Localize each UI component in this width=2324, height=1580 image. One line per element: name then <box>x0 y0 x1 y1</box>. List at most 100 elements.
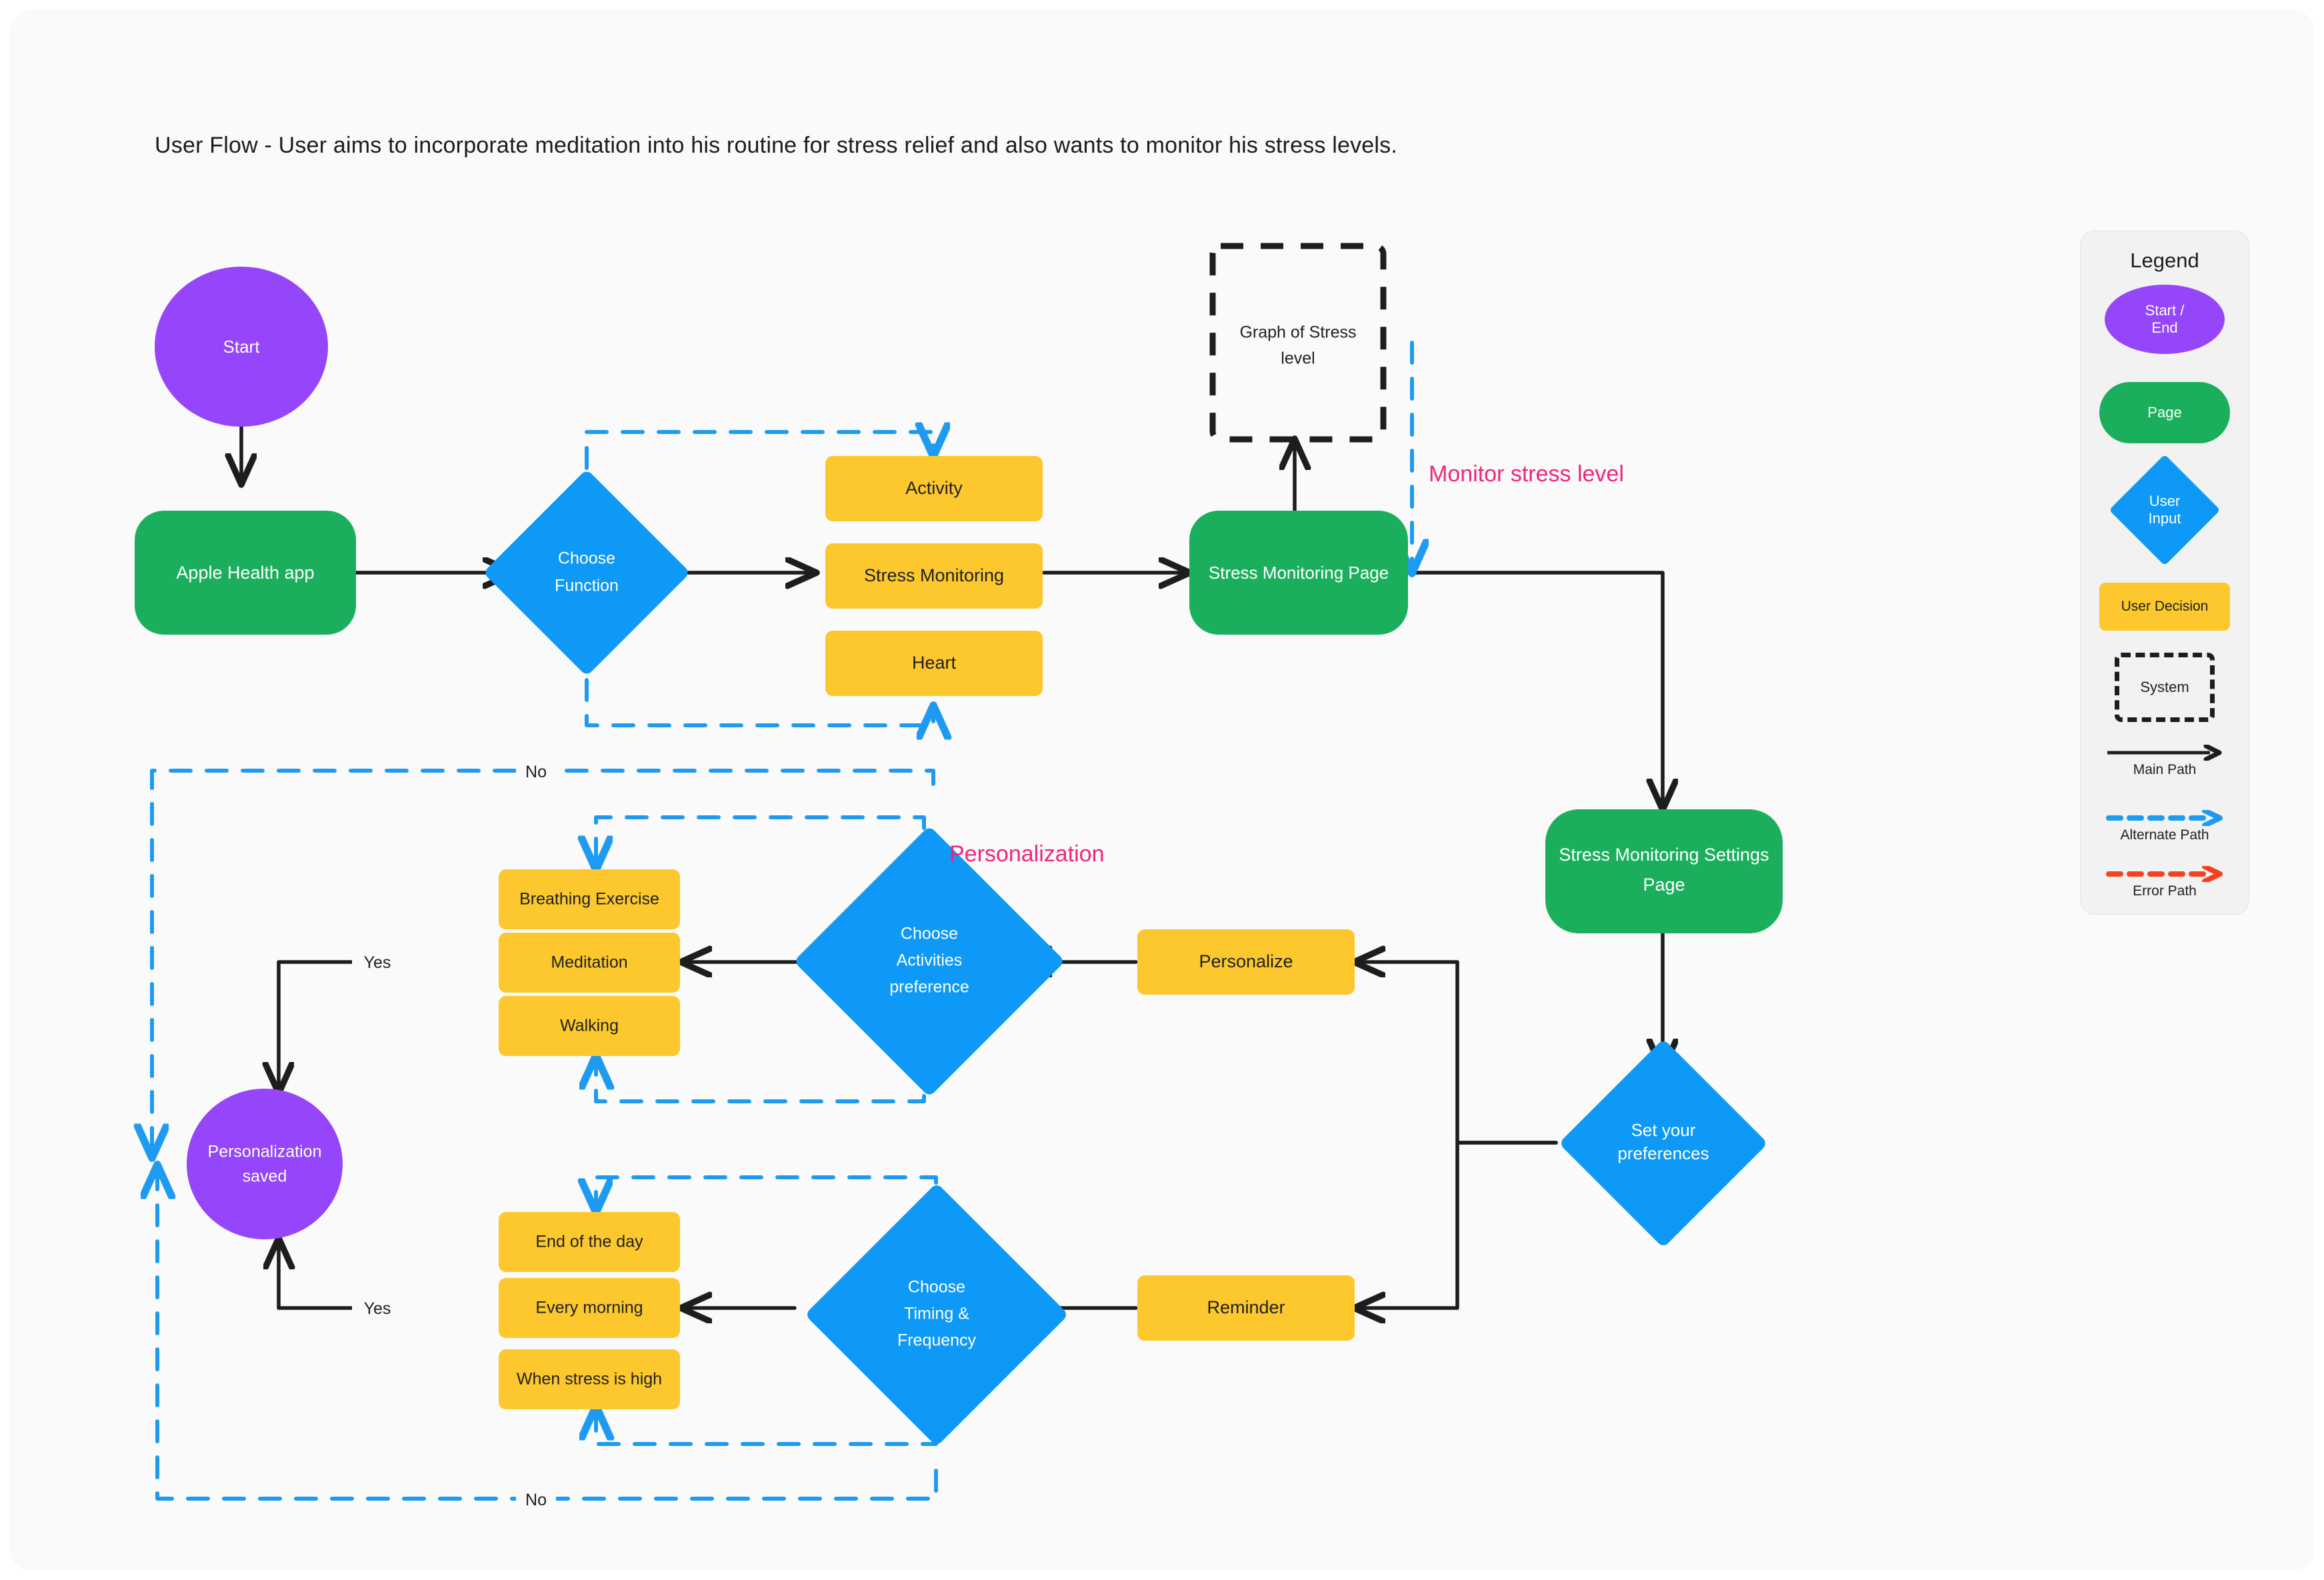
annotation-monitor-stress-level: Monitor stress level <box>1429 461 1624 487</box>
legend-user-input-line2: Input <box>2148 510 2181 527</box>
legend-main-path-label: Main Path <box>2133 762 2197 777</box>
node-reminder[interactable]: Reminder <box>1137 1275 1355 1341</box>
node-timing-label-1: Choose <box>908 1278 965 1297</box>
node-option-activity[interactable]: Activity <box>825 456 1043 521</box>
legend-item-system: System <box>2081 653 2249 722</box>
node-meditation-label: Meditation <box>551 953 627 972</box>
legend-item-user-input: User Input <box>2081 454 2249 566</box>
node-option-meditation[interactable]: Meditation <box>499 933 680 993</box>
node-breathing-label: Breathing Exercise <box>519 890 659 909</box>
node-end-of-day-label: End of the day <box>535 1233 643 1251</box>
annotation-personalization: Personalization <box>949 841 1104 867</box>
annotation-monitor-stress-level-label: Monitor stress level <box>1429 461 1624 487</box>
legend-shape-start-end: Start / End <box>2105 285 2225 354</box>
node-personalization-saved[interactable]: Personalization saved <box>187 1089 343 1239</box>
node-activities-label-3: preference <box>889 978 969 997</box>
node-apple-health-app-label: Apple Health app <box>176 563 314 583</box>
edge-alt-choose-function-to-activity <box>585 432 933 506</box>
legend-start-end-line2: End <box>2151 319 2178 336</box>
edge-label-yes-activities: Yes <box>364 953 391 972</box>
node-walking-label: Walking <box>560 1017 619 1035</box>
node-option-stress-monitoring[interactable]: Stress Monitoring <box>825 543 1043 609</box>
node-personalize-label: Personalize <box>1199 951 1293 971</box>
node-saved-label-2: saved <box>243 1167 287 1186</box>
flowchart-canvas: User Flow - User aims to incorporate med… <box>9 9 2315 1571</box>
edge-alt-activities-to-breathing <box>596 815 926 869</box>
legend-shape-user-input: User Input <box>2081 454 2249 566</box>
node-start[interactable]: Start <box>155 267 328 427</box>
edge-label-no-timing: No <box>525 1491 547 1509</box>
edge-yes-activities-to-saved <box>279 960 355 1093</box>
legend-shape-user-decision: User Decision <box>2099 583 2230 631</box>
node-timing-label-3: Frequency <box>897 1331 977 1350</box>
node-choose-function-label-1: Choose <box>558 549 615 568</box>
node-start-label: Start <box>223 337 261 357</box>
legend-user-input-line1: User <box>2149 493 2181 509</box>
node-timing-label-2: Timing & <box>904 1305 969 1323</box>
legend-title: Legend <box>2130 249 2199 272</box>
legend-item-alternate-path: Alternate Path <box>2081 810 2249 843</box>
legend-start-end-line1: Start / <box>2145 302 2185 319</box>
node-apple-health-app[interactable]: Apple Health app <box>135 511 356 635</box>
alternate-path-arrow-icon <box>2106 810 2223 826</box>
legend-shape-page: Page <box>2099 382 2230 443</box>
node-choose-activities-preference[interactable]: Choose Activities preference <box>793 825 1065 1097</box>
legend-item-main-path: Main Path <box>2081 745 2249 778</box>
node-stress-monitoring-page-label: Stress Monitoring Page <box>1209 563 1389 583</box>
node-activities-label-1: Choose <box>901 925 958 943</box>
edge-alt-heart-to-choose-function <box>585 642 933 725</box>
legend-error-path-label: Error Path <box>2133 883 2197 899</box>
node-stress-monitoring-settings-page[interactable]: Stress Monitoring Settings Page <box>1545 809 1783 933</box>
node-graph-label-2: level <box>1281 349 1315 368</box>
legend-item-page: Page <box>2081 382 2249 443</box>
node-stress-monitoring-page[interactable]: Stress Monitoring Page <box>1189 511 1408 635</box>
node-option-breathing-exercise[interactable]: Breathing Exercise <box>499 869 680 929</box>
edge-preferences-to-reminder <box>1355 1141 1558 1308</box>
legend-item-error-path: Error Path <box>2081 866 2249 899</box>
node-personalize[interactable]: Personalize <box>1137 929 1355 995</box>
node-option-heart-label: Heart <box>912 653 957 673</box>
node-when-stress-label: When stress is high <box>517 1370 662 1389</box>
edge-alt-walking-to-activities <box>596 1056 926 1103</box>
node-choose-timing-frequency[interactable]: Choose Timing & Frequency <box>805 1183 1069 1447</box>
edge-alt-when-stress-to-timing <box>596 1407 938 1446</box>
node-settings-label-2: Page <box>1643 875 1685 895</box>
node-option-walking[interactable]: Walking <box>499 996 680 1056</box>
edge-alt-timing-to-end-of-day <box>596 1175 938 1212</box>
node-preferences-label-2: preferences <box>1617 1143 1709 1163</box>
node-set-your-preferences[interactable]: Set your preferences <box>1559 1039 1768 1248</box>
node-graph-label-1: Graph of Stress <box>1239 323 1356 342</box>
flow-diagram: Yes Yes No No Start Apple Health app Cho… <box>9 243 1783 1513</box>
error-path-arrow-icon <box>2106 866 2223 882</box>
edge-label-yes-timing: Yes <box>364 1299 391 1318</box>
node-reminder-label: Reminder <box>1207 1297 1285 1317</box>
legend-item-start-end: Start / End <box>2081 285 2249 354</box>
node-settings-label-1: Stress Monitoring Settings <box>1559 845 1769 865</box>
legend-panel: Legend Start / End Page User Input User … <box>2080 231 2249 915</box>
node-graph-of-stress-level[interactable]: Graph of Stress level <box>1209 243 1387 443</box>
node-preferences-label-1: Set your <box>1631 1120 1696 1140</box>
legend-alternate-path-label: Alternate Path <box>2120 827 2209 843</box>
node-choose-function-label-2: Function <box>555 577 619 595</box>
node-every-morning-label: Every morning <box>535 1299 643 1317</box>
node-option-end-of-the-day[interactable]: End of the day <box>499 1212 680 1272</box>
legend-user-input-text: User Input <box>2081 493 2249 527</box>
legend-shape-system: System <box>2115 653 2215 722</box>
node-choose-function[interactable]: Choose Function <box>483 469 690 676</box>
edge-yes-timing-to-saved <box>279 1239 355 1310</box>
node-option-every-morning[interactable]: Every morning <box>499 1278 680 1338</box>
legend-item-user-decision: User Decision <box>2081 583 2249 631</box>
edge-preferences-to-personalize <box>1355 962 1558 1145</box>
edge-label-group: Yes Yes No No <box>352 759 556 1513</box>
annotation-personalization-label: Personalization <box>949 841 1104 867</box>
main-path-arrow-icon <box>2107 745 2222 761</box>
node-option-activity-label: Activity <box>905 478 963 498</box>
edge-page-to-settings <box>1406 571 1663 809</box>
node-saved-label-1: Personalization <box>208 1143 322 1161</box>
node-option-heart[interactable]: Heart <box>825 631 1043 696</box>
page-title: User Flow - User aims to incorporate med… <box>155 133 1398 158</box>
node-option-stress-monitoring-label: Stress Monitoring <box>864 565 1004 585</box>
node-option-when-stress-is-high[interactable]: When stress is high <box>499 1349 680 1409</box>
node-activities-label-2: Activities <box>897 951 963 970</box>
edge-label-no-activities: No <box>525 763 547 781</box>
